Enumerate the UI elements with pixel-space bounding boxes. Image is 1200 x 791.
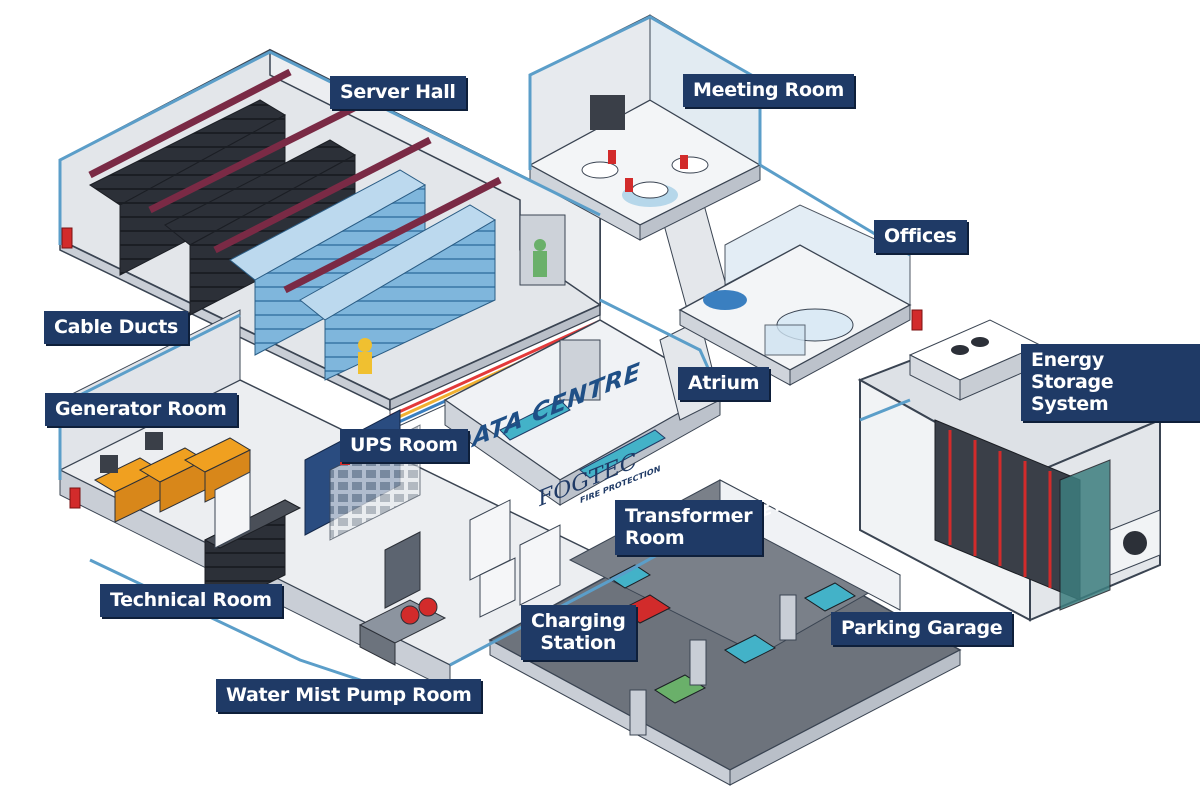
label-transformer-line1: Transformer [625,505,753,527]
offices-area [678,204,912,386]
label-energy-storage-line1: Energy [1031,349,1104,371]
label-transformer-line2: Room [625,527,685,549]
label-atrium: Atrium [678,367,770,400]
fire-extinguishers [61,227,923,509]
server-racks-blue [229,169,496,381]
energy-storage-container [857,319,1163,622]
label-server-hall: Server Hall [330,76,466,109]
meeting-room-area [528,14,762,241]
label-generator-room: Generator Room [45,393,237,426]
label-water-mist-pump-room: Water Mist Pump Room [216,679,482,712]
label-charging-line1: Charging [531,610,626,632]
support-columns [629,594,797,736]
transformers [384,499,561,618]
label-ups-room: UPS Room [340,429,468,462]
label-offices: Offices [874,220,967,253]
label-charging-station: Charging Station [521,605,636,660]
pump-unit [358,597,447,666]
label-technical-room: Technical Room [100,584,282,617]
technician-figure [358,338,372,352]
label-energy-storage-system: Energy Storage System [1021,344,1200,421]
generators [93,432,252,523]
parking-garage-area [488,479,962,786]
label-parking-garage: Parking Garage [831,612,1013,645]
server-racks-dark [89,99,357,316]
cable-trays [88,68,502,294]
label-cable-ducts: Cable Ducts [44,311,189,344]
label-energy-storage-line2: Storage System [1031,371,1114,415]
label-transformer-room: Transformer Room [615,500,763,555]
label-charging-line2: Station [540,632,617,654]
label-meeting-room: Meeting Room [683,74,854,107]
